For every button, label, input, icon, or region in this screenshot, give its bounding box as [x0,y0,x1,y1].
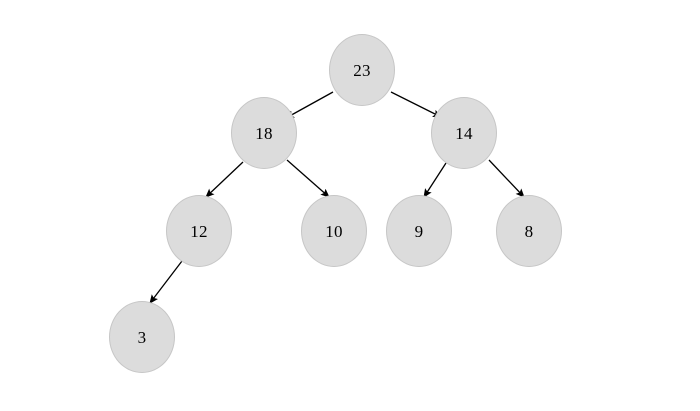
tree-edge [488,159,525,198]
tree-node-label: 10 [325,221,343,241]
tree-node-label: 12 [190,221,208,241]
tree-edges [149,91,525,304]
tree-node-18[interactable]: 18 [231,97,297,169]
tree-edge [286,159,330,198]
tree-node-label: 14 [455,123,473,143]
tree-node-3[interactable]: 3 [109,301,175,373]
tree-node-label: 18 [255,123,273,143]
tree-edge [285,91,334,119]
tree-node-12[interactable]: 12 [166,195,232,267]
tree-node-23[interactable]: 23 [329,34,395,106]
tree-node-label: 3 [137,327,147,347]
tree-node-14[interactable]: 14 [431,97,497,169]
tree-edge [149,260,183,304]
tree-node-label: 8 [524,221,534,241]
tree-edge [390,91,442,118]
tree-edge [423,162,447,198]
tree-edge [205,161,244,198]
tree-node-10[interactable]: 10 [301,195,367,267]
tree-node-9[interactable]: 9 [386,195,452,267]
tree-node-8[interactable]: 8 [496,195,562,267]
tree-node-label: 23 [353,60,371,80]
tree-node-label: 9 [414,221,424,241]
